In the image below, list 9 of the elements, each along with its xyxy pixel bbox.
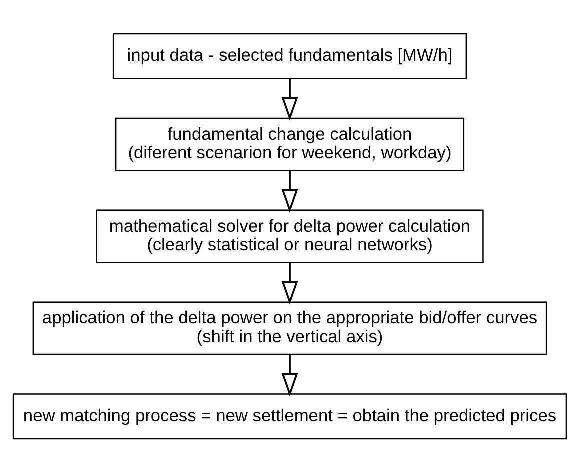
node-box: fundamental change calculation (diferent scenarion for weekend, workday) <box>115 118 465 172</box>
node-box: mathematical solver for delta power calculation (clearly statistical or neural networks) <box>96 210 484 264</box>
node-box: input data - selected fundamentals [MW/h] <box>112 33 468 80</box>
arrow <box>282 78 298 121</box>
node-box: application of the delta power on the appropriate bid/offer curves (shift in the vertical axis) <box>32 302 548 356</box>
arrow <box>282 354 298 397</box>
arrow <box>282 170 298 213</box>
node-box: new matching process = new settlement = obtain the predicted prices <box>12 394 568 440</box>
arrow <box>282 262 298 305</box>
